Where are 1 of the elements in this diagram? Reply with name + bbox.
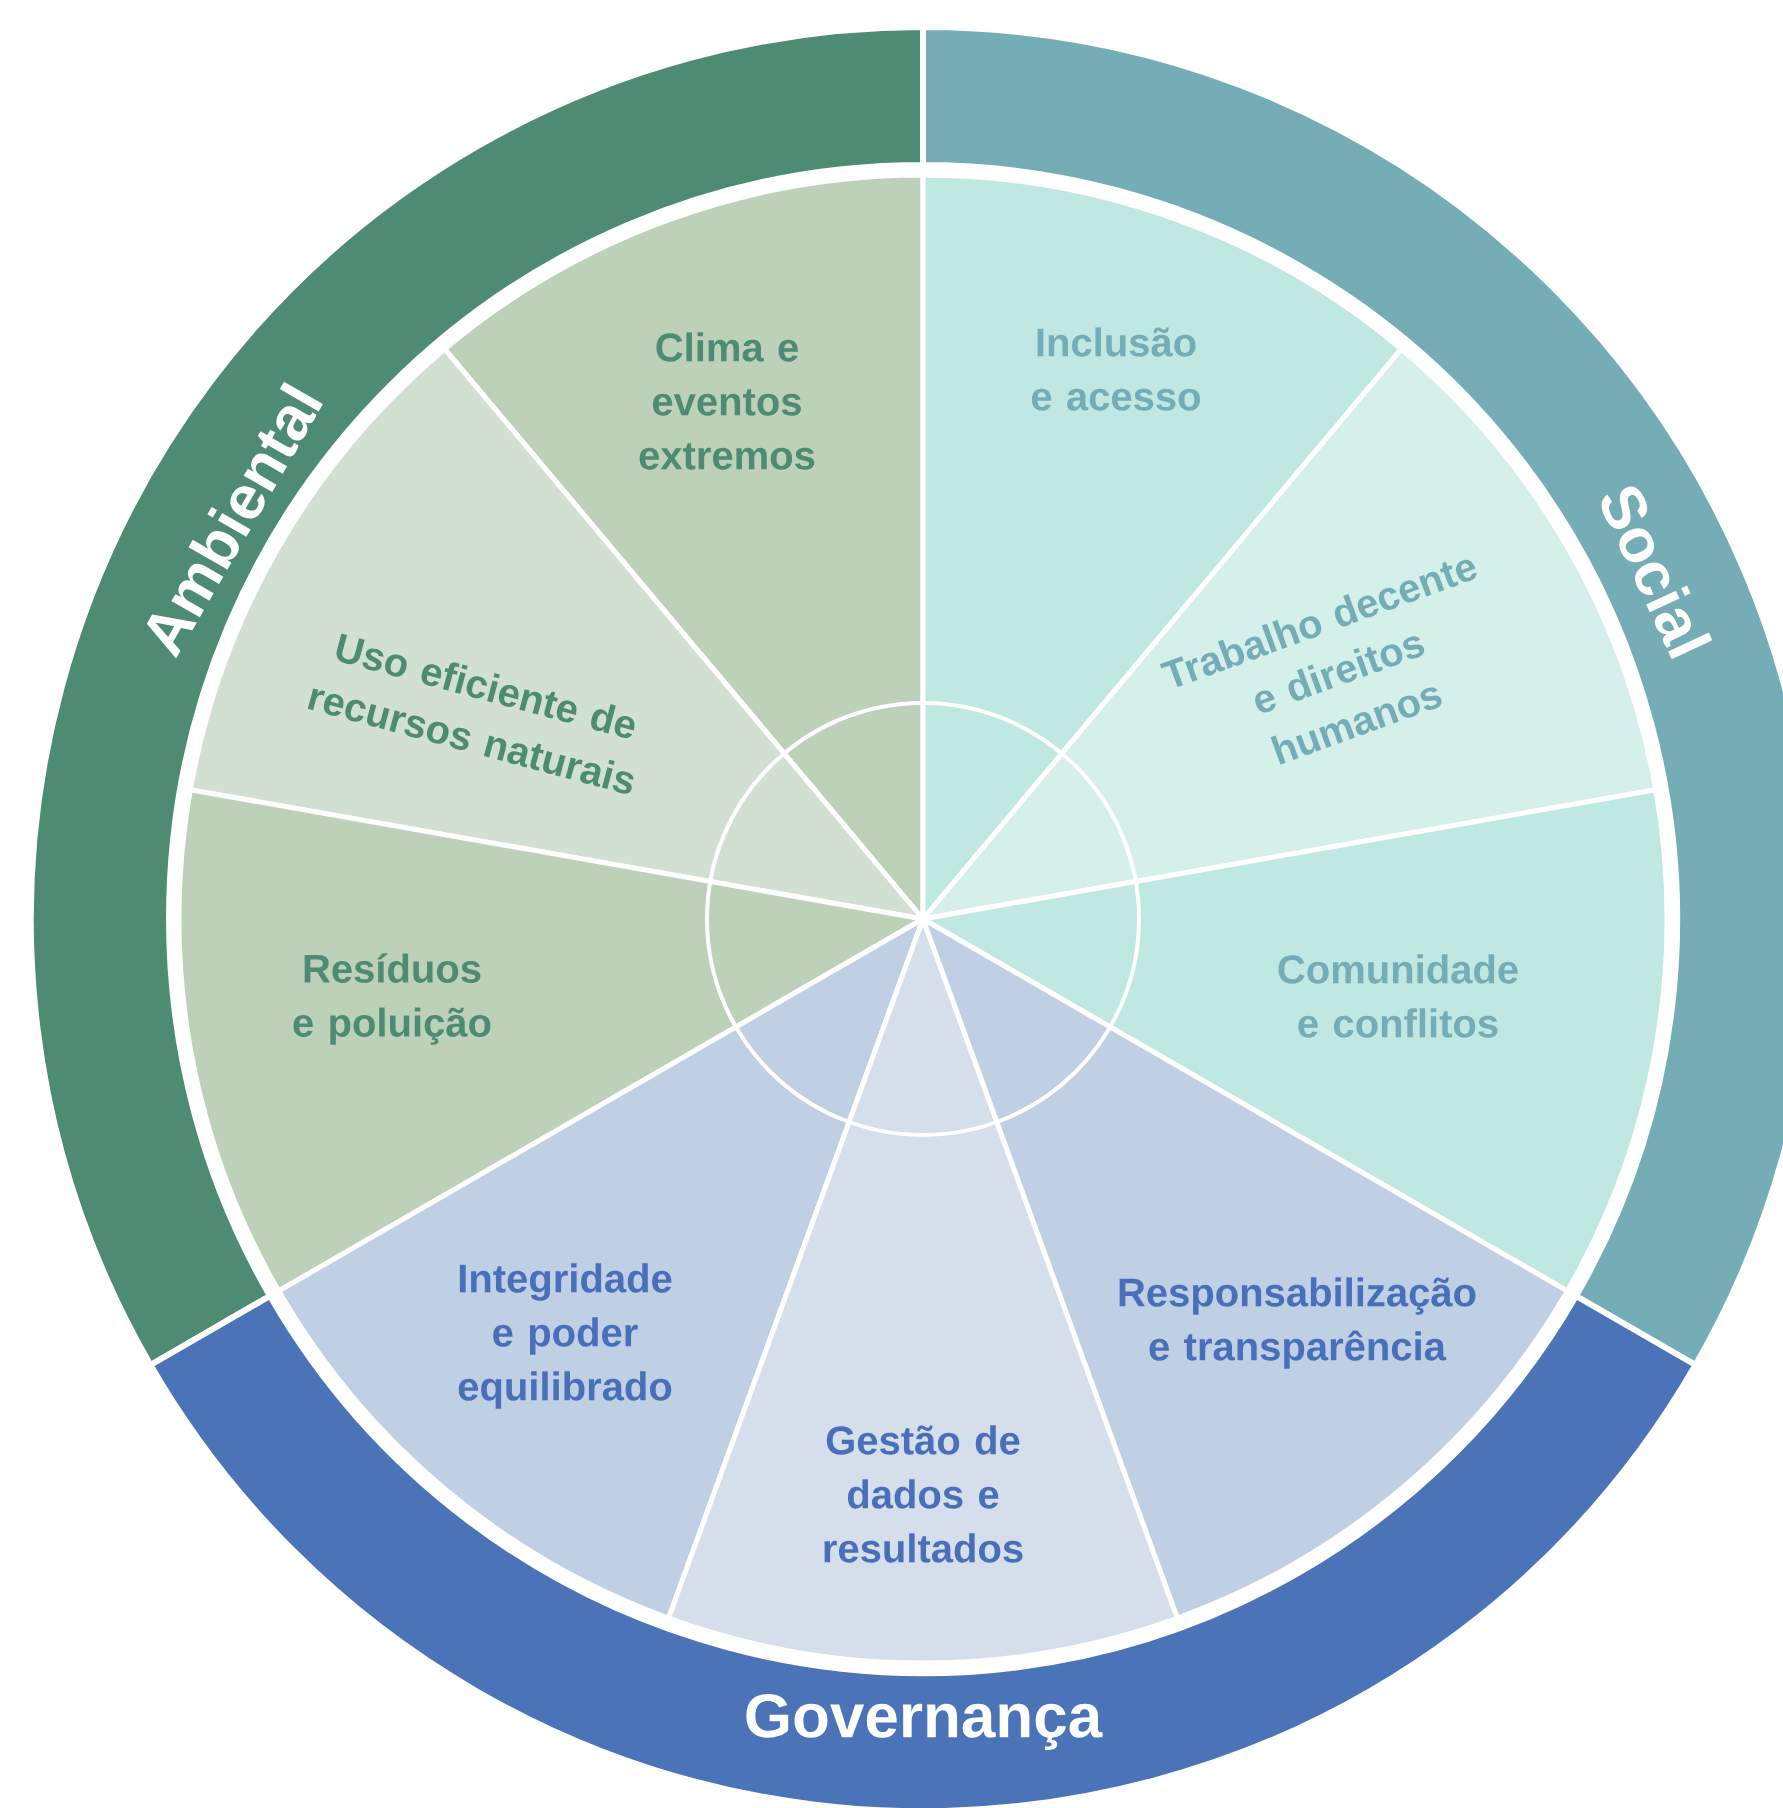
center-circle <box>705 701 1141 1137</box>
